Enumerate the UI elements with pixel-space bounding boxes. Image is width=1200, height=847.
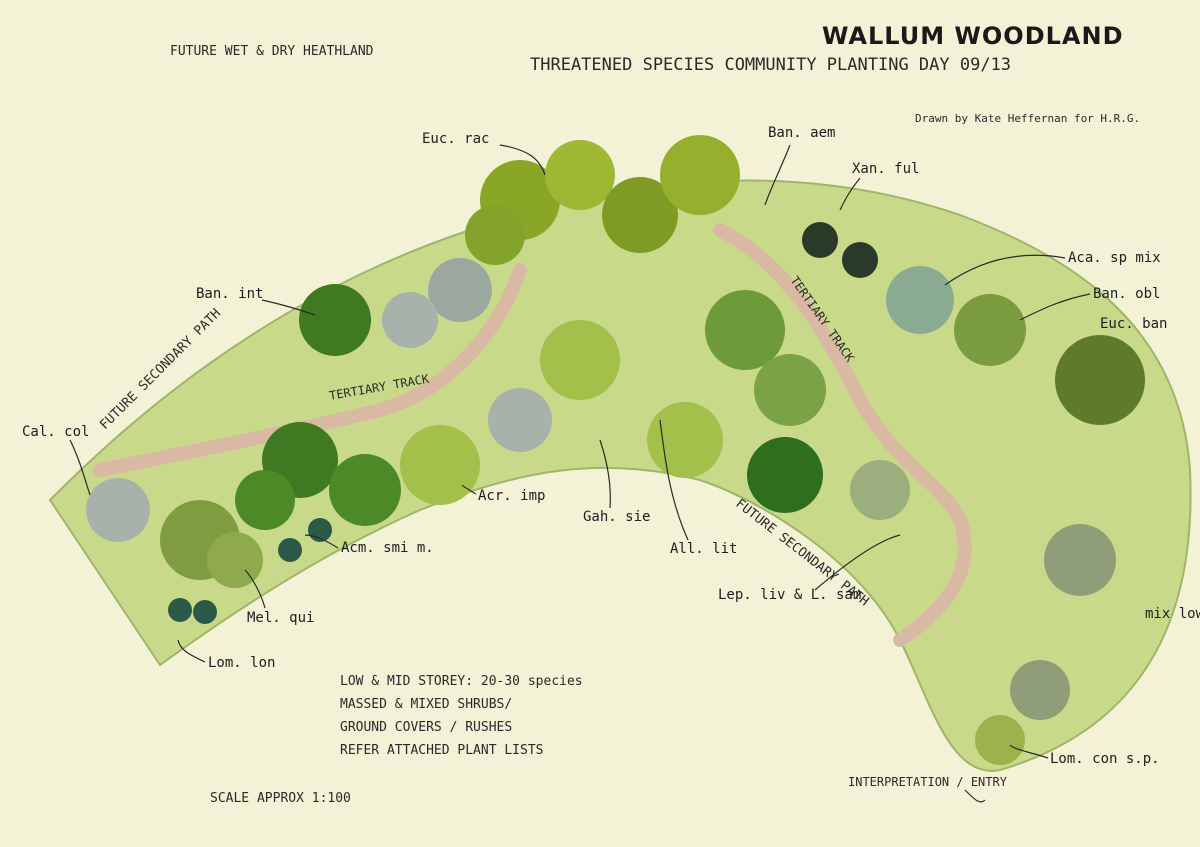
label-lom-lon: Lom. lon (208, 655, 275, 671)
label-gah-sie: Gah. sie (583, 509, 650, 525)
label-acr-imp: Acr. imp (478, 488, 545, 504)
plant-masses (86, 135, 1145, 765)
note-line-4: REFER ATTACHED PLANT LISTS (340, 743, 544, 758)
tertiary-track-left (93, 263, 527, 477)
pointer-lines (69, 144, 1091, 803)
future-heath-label: FUTURE WET & DRY HEATHLAND (170, 44, 374, 59)
label-acm-smi: Acm. smi m. (341, 540, 434, 556)
label-mix-low: mix low heath (1145, 606, 1200, 622)
label-all-lit: All. lit (670, 541, 737, 557)
tertiary-track-right (713, 223, 972, 647)
label-mel-qui: Mel. qui (247, 610, 314, 626)
label-ban-int: Ban. int (196, 286, 263, 302)
label-lom-con: Lom. con s.p. (1050, 751, 1160, 767)
entry-label: INTERPRETATION / ENTRY (848, 775, 1008, 789)
note-line-3: GROUND COVERS / RUSHES (340, 720, 512, 735)
label-euc-ban: Euc. ban (1100, 316, 1167, 332)
label-cal-col: Cal. col (22, 424, 89, 440)
label-ban-aem: Ban. aem (768, 125, 835, 141)
scale-note: SCALE APPROX 1:100 (210, 791, 351, 806)
label-lep-liv: Lep. liv & L. sam (718, 587, 861, 603)
label-ban-obl: Ban. obl (1093, 286, 1160, 302)
label-xan-ful: Xan. ful (852, 161, 919, 177)
title: WALLUM WOODLAND (822, 22, 1124, 50)
credit: Drawn by Kate Heffernan for H.R.G. (915, 112, 1140, 125)
label-euc-rac: Euc. rac (422, 131, 489, 147)
planting-notes: LOW & MID STOREY: 20-30 species MASSED &… (340, 674, 583, 758)
subtitle: THREATENED SPECIES COMMUNITY PLANTING DA… (530, 55, 1011, 75)
note-line-2: MASSED & MIXED SHRUBS/ (340, 697, 512, 712)
label-aca-sp: Aca. sp mix (1068, 250, 1161, 266)
note-line-1: LOW & MID STOREY: 20-30 species (340, 674, 583, 689)
